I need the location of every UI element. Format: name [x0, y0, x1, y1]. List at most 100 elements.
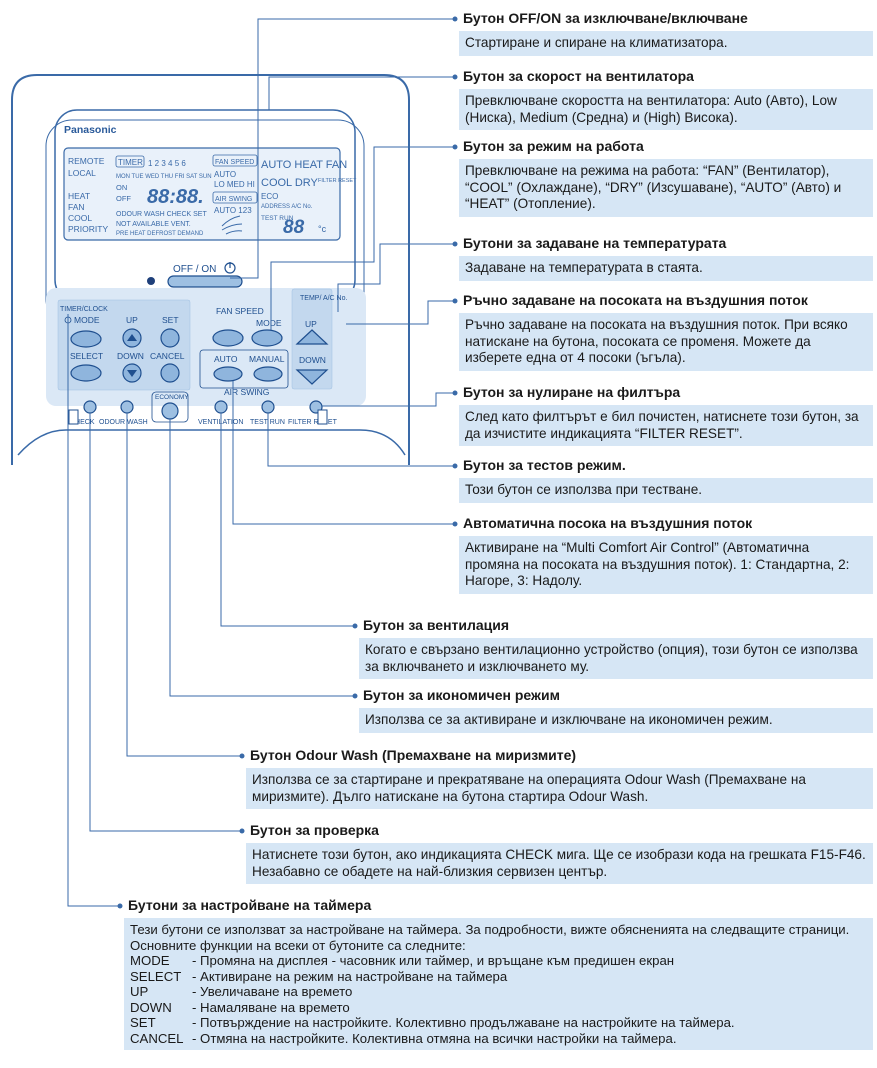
ventilation-button[interactable]: [214, 400, 228, 414]
lcd-lo-med-hi: LO MED HI: [214, 180, 255, 189]
callout-manual-swing: Ръчно задаване на посоката на въздушния …: [459, 292, 873, 371]
temp-down-button[interactable]: [295, 369, 329, 385]
callout-check-title: Бутон за проверка: [250, 822, 379, 838]
mode-left-label: MODE: [74, 315, 100, 325]
test-run-button[interactable]: [261, 400, 275, 414]
lcd-modes-line1: AUTO HEAT FAN: [261, 159, 347, 171]
lcd-timer-frame: [115, 155, 145, 168]
leader-dots: [117, 16, 458, 909]
economy-button[interactable]: [161, 402, 179, 420]
lcd-days: MON TUE WED THU FRI SAT SUN: [116, 174, 212, 180]
callout-offon-desc: Стартиране и спиране на климатизатора.: [459, 31, 873, 56]
timer-item-key: UP: [130, 984, 149, 999]
temp-up-label: UP: [305, 319, 317, 329]
offon-button[interactable]: [167, 275, 243, 288]
lcd-screen: [63, 147, 341, 241]
callout-temp-desc: Задаване на температурата в стаята.: [459, 256, 873, 281]
temp-label: TEMP/ A/C No.: [300, 295, 348, 302]
lcd-on: ON: [116, 183, 127, 192]
timer-item-text: - Отмяна на настройките. Колективна отмя…: [192, 1030, 677, 1046]
callout-ventilation: Бутон за вентилация Когато е свързано ве…: [359, 617, 873, 679]
callout-ventilation-title: Бутон за вентилация: [363, 617, 510, 633]
callout-odour-desc: Използва се за стартиране и прекратяване…: [246, 768, 873, 809]
right-clip: [317, 409, 328, 425]
callout-mode-desc: Превключване на режима на работа: “FAN” …: [459, 159, 873, 217]
lcd-odour-line: ODOUR WASH CHECK SET: [116, 211, 207, 218]
callout-check-desc: Натиснете този бутон, ако индикацията CH…: [246, 843, 873, 884]
callout-economy: Бутон за икономичен режим Използва се за…: [359, 687, 873, 733]
lcd-fan: FAN: [68, 202, 85, 212]
callout-fan-speed-title: Бутон за скорост на вентилатора: [463, 68, 694, 84]
fan-speed-button[interactable]: [212, 329, 244, 347]
lcd-heat: HEAT: [68, 191, 90, 201]
callout-fan-speed: Бутон за скорост на вентилатора Превключ…: [459, 68, 873, 130]
lcd-fanspeed-frame: [212, 154, 258, 167]
set-button[interactable]: [160, 328, 180, 348]
timer-clock-label: TIMER/CLOCK: [60, 306, 108, 313]
callout-ventilation-desc: Когато е свързано вентилационно устройст…: [359, 638, 873, 679]
lcd-preheat: PRE HEAT DEFROST DEMAND: [116, 231, 204, 237]
test-run-label: TEST RUN: [250, 419, 285, 426]
timer-item-key: SET: [130, 1015, 156, 1030]
callout-test-title: Бутон за тестов режим.: [463, 457, 626, 473]
callout-auto-swing-desc: Активиране на “Multi Comfort Air Control…: [459, 536, 873, 594]
lcd-air-swing: AIR SWING: [215, 196, 252, 203]
up-label: UP: [126, 315, 138, 325]
callout-filter: Бутон за нулиране на филтъра След като ф…: [459, 384, 873, 446]
timer-item-key: CANCEL: [130, 1030, 184, 1046]
callout-filter-title: Бутон за нулиране на филтъра: [463, 384, 681, 400]
down-label: DOWN: [117, 351, 144, 361]
mode-button[interactable]: [251, 329, 283, 347]
lcd-celsius: °c: [318, 224, 327, 234]
callout-filter-desc: След като филтърът е бил почистен, натис…: [459, 405, 873, 446]
callout-manual-swing-title: Ръчно задаване на посоката на въздушния …: [463, 292, 808, 308]
cancel-label: CANCEL: [150, 351, 185, 361]
odour-wash-button[interactable]: [120, 400, 134, 414]
manual-swing-button[interactable]: [253, 366, 283, 382]
check-button[interactable]: [83, 400, 97, 414]
mode-label: MODE: [256, 318, 282, 328]
lcd-auto123: AUTO 123: [214, 206, 252, 215]
auto-label: AUTO: [214, 354, 238, 364]
left-clip: [68, 409, 79, 425]
temp-up-button[interactable]: [295, 329, 329, 345]
lcd-cool: COOL: [68, 213, 92, 223]
lcd-remote: REMOTE: [68, 156, 105, 166]
remote-bottom-curve: [17, 429, 406, 456]
lcd-eco: ECO: [261, 192, 278, 201]
timer-item-text: - Активиране на режим на настройване на …: [192, 968, 508, 984]
manual-label: MANUAL: [249, 354, 285, 364]
air-swing-frame: [199, 349, 289, 389]
callout-fan-speed-desc: Превключване скоростта на вентилатора: A…: [459, 89, 873, 130]
timer-item-key: DOWN: [130, 999, 172, 1015]
timer-item-text: - Увеличаване на времето: [192, 984, 353, 999]
lcd-temp: 88: [283, 217, 305, 238]
callout-economy-title: Бутон за икономичен режим: [363, 687, 560, 703]
callout-mode: Бутон за режим на работа Превключване на…: [459, 138, 873, 217]
lcd-timer: TIMER: [118, 158, 143, 167]
power-led: [147, 277, 155, 285]
auto-swing-button[interactable]: [213, 366, 243, 382]
callout-temp-title: Бутони за задаване на температурата: [463, 235, 727, 251]
lcd-display: REMOTE LOCAL HEAT FAN COOL PRIORITY TIME…: [63, 147, 357, 241]
temp-down-label: DOWN: [299, 355, 326, 365]
lcd-fan-speed: FAN SPEED: [215, 159, 254, 166]
callout-mode-title: Бутон за режим на работа: [463, 138, 644, 154]
set-label: SET: [162, 315, 179, 325]
remote-body-outline: [11, 74, 410, 465]
lcd-test-run: TEST RUN: [261, 215, 294, 222]
cancel-button[interactable]: [160, 363, 180, 383]
lcd-priority: PRIORITY: [68, 224, 108, 234]
callout-test-desc: Този бутон се използва при тестване.: [459, 478, 873, 503]
select-label: SELECT: [70, 351, 103, 361]
economy-label: ECONOMY: [155, 394, 189, 401]
timer-mode-button[interactable]: [70, 330, 102, 348]
callout-odour: Бутон Odour Wash (Премахване на миризмит…: [246, 747, 873, 809]
down-arrow-icon: [127, 370, 137, 377]
select-button[interactable]: [70, 364, 102, 382]
fan-speed-label: FAN SPEED: [216, 306, 264, 316]
lcd-local: LOCAL: [68, 168, 96, 178]
lcd-off: OFF: [116, 194, 131, 203]
offon-label: OFF / ON: [173, 264, 216, 275]
